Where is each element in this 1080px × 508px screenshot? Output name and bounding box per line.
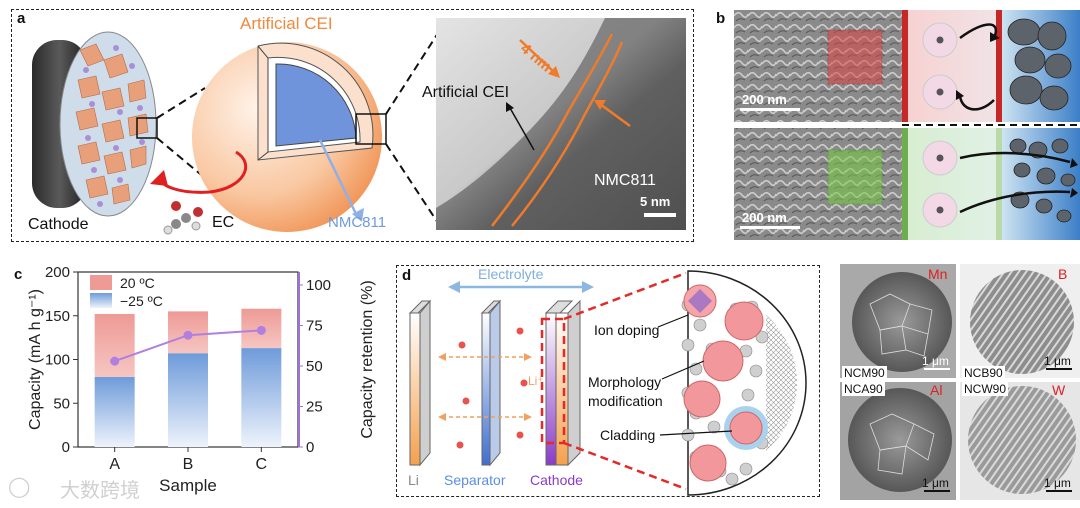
x-axis-title: Sample — [159, 476, 217, 495]
legend-label-20c: 20 ºC — [120, 275, 155, 291]
e-tile2-name: NCB90 — [962, 366, 1005, 380]
nmc811-particle-label: NMC811 — [328, 214, 387, 231]
d-li-ion-label: Li⁺ — [528, 374, 544, 388]
tem-artificial-cei-label: Artificial CEI — [422, 84, 510, 101]
ec-molecule — [163, 201, 203, 235]
e-tile4-element: W — [1052, 382, 1066, 398]
legend-swatch-20c — [90, 275, 112, 290]
panel-d-frame — [396, 265, 820, 497]
x-tick-label: A — [109, 456, 120, 473]
e-tile1-name: NCM90 — [842, 366, 887, 380]
b-scale-bottom: 200 nm — [742, 210, 787, 225]
retention-point — [183, 330, 193, 340]
ec-label: EC — [212, 214, 235, 231]
y2-tick-label: 0 — [306, 439, 314, 456]
panel-d-graphics — [408, 270, 807, 496]
e-tile2-element: B — [1058, 266, 1068, 282]
y-tick-label: 50 — [53, 395, 70, 412]
y2-tick-label: 75 — [306, 317, 323, 334]
panel-b-graphics — [734, 10, 1080, 240]
bar-minus25c — [241, 348, 282, 447]
e-tile3-scale: 1 μm — [922, 476, 949, 490]
panel-a-graphics — [32, 18, 686, 235]
y2-tick-label: 25 — [306, 398, 323, 415]
b-scale-top: 200 nm — [742, 92, 787, 107]
e-tile4-name: NCW90 — [962, 382, 1009, 396]
bar-minus25c — [94, 377, 135, 447]
panel-b-label: b — [716, 10, 726, 27]
retention-point — [256, 325, 266, 335]
y-tick-label: 150 — [45, 308, 70, 325]
e-tile3-element: Al — [930, 382, 943, 398]
legend-label-minus25c: −25 ºC — [120, 293, 163, 309]
panel-d-label: d — [402, 267, 412, 284]
tem-image — [436, 18, 686, 230]
y-tick-label: 100 — [45, 352, 70, 369]
tem-scale-label: 5 nm — [640, 194, 671, 209]
d-morphology-label-2: modification — [588, 393, 663, 409]
x-tick-label: B — [183, 456, 194, 473]
d-cathode-label: Cathode — [530, 472, 583, 488]
d-cladding-label: Cladding — [600, 427, 656, 443]
y2-tick-label: 50 — [306, 358, 323, 375]
e-tile1-element: Mn — [928, 266, 948, 282]
e-tile1-scale: 1 μm — [922, 354, 949, 368]
tem-nmc811-label: NMC811 — [594, 172, 656, 189]
cathode-cylinder — [32, 31, 157, 217]
y-tick-label: 0 — [62, 439, 70, 456]
legend-swatch-minus25c — [90, 293, 112, 308]
y-tick-label: 200 — [45, 264, 70, 281]
y2-tick-label: 100 — [306, 277, 331, 294]
panel-a-frame — [11, 9, 694, 242]
d-separator-label: Separator — [444, 472, 506, 488]
cathode-label: Cathode — [28, 216, 89, 233]
cei-sphere — [192, 42, 382, 232]
right-axis-line — [298, 272, 300, 447]
e-tile2-scale: 1 μm — [1044, 354, 1071, 368]
panel-c-label: c — [14, 266, 23, 283]
d-electrolyte-label: Electrolyte — [478, 266, 544, 282]
panel-e-graphics — [840, 264, 1080, 500]
e-tile4-scale: 1 μm — [1044, 476, 1071, 490]
d-ion-doping-label: Ion doping — [594, 322, 660, 338]
y-axis-title: Capacity (mA h g⁻¹) — [27, 289, 44, 430]
retention-point — [110, 356, 120, 366]
bar-minus25c — [168, 353, 208, 447]
watermark-logo: ◯ — [8, 476, 31, 498]
bar-20c — [94, 314, 135, 377]
artificial-cei-title: Artificial CEI — [240, 14, 333, 33]
d-morphology-label-1: Morphology — [588, 374, 662, 390]
watermark-text: 大数跨境 — [60, 480, 140, 502]
d-li-label: Li — [408, 472, 419, 488]
y2-axis-title: Capacity retention (%) — [359, 280, 376, 438]
e-tile3-name: NCA90 — [842, 382, 885, 396]
panel-a-label: a — [17, 10, 26, 27]
x-tick-label: C — [256, 456, 268, 473]
